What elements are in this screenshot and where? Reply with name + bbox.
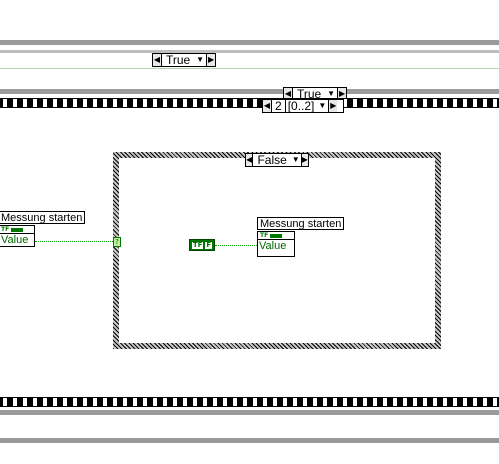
- wire-to-tunnel[interactable]: [35, 241, 113, 242]
- indicator-left-value: Value: [1, 234, 29, 246]
- outer-case-selector[interactable]: ◀ True ▼ ▶: [152, 53, 216, 67]
- tf-icon: TF: [191, 240, 204, 249]
- indicator-left-label: Messung starten: [0, 211, 86, 224]
- case-tunnel[interactable]: ?: [113, 237, 121, 247]
- outer-case-top-border: [0, 40, 499, 45]
- inner-case-dropdown-icon[interactable]: ▼: [327, 89, 336, 98]
- outer-case-top-border-inner: [0, 50, 499, 53]
- boolean-bar-icon: [270, 233, 283, 238]
- sequence-next-arrow[interactable]: ▶: [328, 100, 338, 112]
- inner-case-top-border: [0, 89, 499, 94]
- tf-icon: TF: [1, 226, 10, 233]
- false-case-selector-label: False: [257, 153, 287, 167]
- outer-case-bottom-border: [0, 438, 499, 443]
- sequence-top-filmstrip: [0, 98, 499, 108]
- outer-case-prev-arrow[interactable]: ◀: [153, 54, 162, 66]
- false-constant-glyph: F: [205, 240, 213, 249]
- outer-case-next-arrow[interactable]: ▶: [206, 54, 216, 66]
- sequence-bottom-filmstrip: [0, 397, 499, 407]
- indicator-right-node[interactable]: TF Value: [257, 231, 295, 257]
- sequence-frame-range: [0..2]: [284, 100, 317, 112]
- inner-case-next-arrow[interactable]: ▶: [337, 88, 347, 100]
- false-case-dropdown-icon[interactable]: ▼: [291, 155, 300, 164]
- wire-false-to-indicator[interactable]: [215, 245, 257, 246]
- outer-case-dropdown-icon[interactable]: ▼: [196, 55, 205, 64]
- indicator-right-header: TF: [258, 232, 294, 240]
- false-case-selector[interactable]: ◀ False ▼ ▶: [245, 153, 309, 167]
- sequence-frame-index: 2: [275, 99, 282, 113]
- inner-case-selector[interactable]: ◀ True ▼ ▶: [283, 87, 347, 101]
- tf-icon: TF: [260, 232, 269, 239]
- outer-case-selector-label: True: [165, 53, 191, 67]
- boolean-bar-icon: [11, 227, 24, 232]
- sequence-dropdown-icon[interactable]: ▼: [318, 101, 327, 110]
- sequence-frame-selector[interactable]: ◀ 2 [0..2] ▼ ▶: [262, 99, 344, 113]
- inner-case-selector-label: True: [296, 87, 322, 101]
- indicator-right-value: Value: [259, 240, 287, 252]
- indicator-left-header: TF: [0, 226, 34, 234]
- false-constant[interactable]: TF F: [189, 239, 215, 251]
- indicator-left-node[interactable]: TF Value: [0, 225, 35, 247]
- false-case-next-arrow[interactable]: ▶: [300, 154, 308, 166]
- outer-case-inner-line: [0, 68, 499, 69]
- false-case-prev-arrow[interactable]: ◀: [246, 154, 254, 166]
- inner-case-prev-arrow[interactable]: ◀: [284, 88, 293, 100]
- sequence-prev-arrow[interactable]: ◀: [263, 100, 272, 112]
- indicator-right-label: Messung starten: [257, 217, 345, 230]
- inner-case-bottom-border: [0, 410, 499, 415]
